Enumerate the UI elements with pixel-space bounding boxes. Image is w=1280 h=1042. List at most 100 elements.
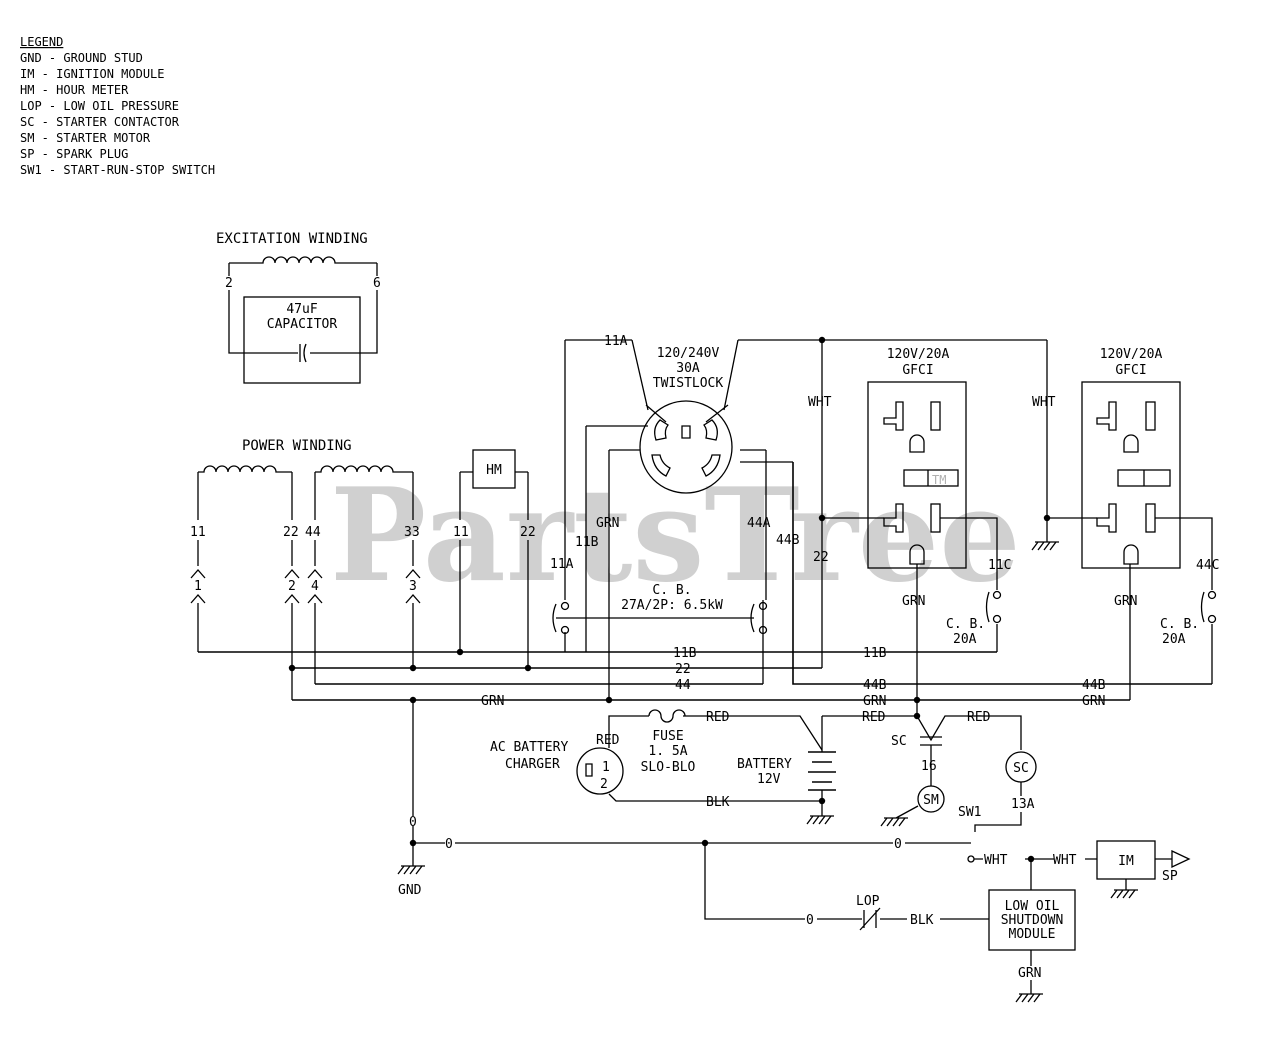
ground-wire [412, 700, 971, 866]
wire-label-wht-3: WHT [984, 853, 1008, 868]
bus-label-44: 44 [675, 678, 691, 693]
shutdown-label-1: LOW OIL [1005, 899, 1060, 914]
hm-wire-11: 11 [453, 525, 469, 540]
shutdown-label-3: MODULE [1009, 927, 1056, 942]
wire-label-0-d: 0 [806, 913, 814, 928]
wire-label-11a: 11A [550, 557, 574, 572]
wire-label-blk-1: BLK [706, 795, 730, 810]
excitation-title: EXCITATION WINDING [216, 231, 368, 247]
excitation-pin-left: 2 [225, 276, 233, 291]
wire-label-0-b: 0 [445, 837, 453, 852]
battery-label-1: BATTERY [737, 757, 792, 772]
main-cb-label-2: 27A/2P: 6.5kW [621, 598, 723, 613]
gfci-outlet-2: 120V/20A GFCI [1081, 347, 1181, 569]
wire-label-22-right: 22 [813, 550, 829, 565]
pin-3: 3 [409, 579, 417, 594]
cb-contact [758, 625, 768, 635]
wire-label-grn-1: GRN [902, 594, 925, 609]
wire-label-grn-3: GRN [1018, 966, 1041, 981]
charger-pin-2: 2 [600, 777, 608, 792]
battery-symbol [806, 716, 836, 825]
hm-wire-22: 22 [520, 525, 536, 540]
twistlock-label-1: 120/240V [657, 346, 720, 361]
spark-plug-icon [1110, 849, 1191, 899]
bus-label-11b-b: 11B [863, 646, 887, 661]
lop-switch-symbol [859, 907, 881, 931]
lop-label: LOP [856, 894, 880, 909]
bus-label-grn-c: GRN [1082, 694, 1105, 709]
twistlock-label-3: TWISTLOCK [653, 376, 724, 391]
cb1-symbol [985, 591, 990, 623]
wire-label-44b: 44B [776, 533, 800, 548]
capacitor-box [243, 296, 361, 384]
sm-label: SM [923, 793, 939, 808]
wire-label-16: 16 [921, 759, 937, 774]
cb2-label-1: C. B. [1160, 617, 1199, 632]
winding-leads [197, 472, 414, 566]
sw1-contact [967, 855, 975, 863]
wire-label-grn-2: GRN [1114, 594, 1137, 609]
ground-icon [1015, 950, 1043, 1003]
red-wires [822, 715, 1022, 750]
gfci-outlet-1: 120V/20A GFCI [867, 347, 967, 569]
cb2-label-2: 20A [1162, 632, 1186, 647]
wire-label-wht-1: WHT [808, 395, 832, 410]
wire-label-grn: GRN [596, 516, 619, 531]
sc-coil-label: SC [1013, 761, 1029, 776]
shutdown-module-box [988, 889, 1076, 951]
cb1-label-2: 20A [953, 632, 977, 647]
wire-label-red-2: RED [706, 710, 730, 725]
wire-label-0-c: 0 [894, 837, 902, 852]
charger-symbol-detail [585, 763, 593, 777]
charger-symbol [576, 747, 624, 795]
gnd-ground-icon [397, 865, 425, 875]
cb-contact [560, 601, 570, 611]
main-cb-label-1: C. B. [652, 583, 691, 598]
charger-pin-1: 1 [602, 760, 610, 775]
power-coil-2 [315, 465, 413, 473]
cb-contact [758, 601, 768, 611]
ground-icon [1031, 518, 1059, 551]
wire-label-wht-4: WHT [1053, 853, 1077, 868]
bus-44b [792, 462, 1212, 685]
power-winding-title: POWER WINDING [242, 438, 352, 454]
cb2-contact [1207, 590, 1217, 600]
legend-entry: HM - HOUR METER [20, 83, 129, 97]
sw1-label: SW1 [958, 805, 981, 820]
capacitor-value: 47uF [286, 302, 317, 317]
im-label: IM [1118, 854, 1134, 869]
wire-label-33: 33 [404, 525, 420, 540]
legend-entry: SW1 - START-RUN-STOP SWITCH [20, 163, 215, 177]
legend-entry: SC - STARTER CONTACTOR [20, 115, 180, 129]
fuse-label-2: 1. 5A [648, 744, 687, 759]
wire-label-11a-top: 11A [604, 334, 628, 349]
gfci2-label-1: 120V/20A [1100, 347, 1163, 362]
twistlock-top-wires [631, 339, 739, 411]
fuse-label-1: FUSE [652, 729, 683, 744]
main-cb-wires [564, 339, 764, 684]
gfci1-label-1: 120V/20A [887, 347, 950, 362]
gfci1-wires [822, 517, 998, 716]
gfci1-label-2: GFCI [902, 363, 933, 378]
bus-label-11b-a: 11B [673, 646, 697, 661]
pin-4: 4 [311, 579, 319, 594]
bus-label-grn-b: GRN [863, 694, 886, 709]
wire-label-11b: 11B [575, 535, 599, 550]
power-coil-1 [198, 465, 292, 473]
wire-label-0-a: 0 [409, 815, 417, 830]
wire-label-11: 11 [190, 525, 206, 540]
power-winding: POWER WINDING [197, 438, 414, 566]
cb2-symbol [1200, 591, 1205, 623]
wire-label-wht-2: WHT [1032, 395, 1056, 410]
wire-label-44: 44 [305, 525, 321, 540]
fuse-symbol [648, 709, 686, 723]
cb1-contact [992, 614, 1002, 624]
sp-label: SP [1162, 869, 1178, 884]
wire-label-blk-2: BLK [910, 913, 934, 928]
wire-label-11c: 11C [988, 558, 1011, 573]
legend-entry: IM - IGNITION MODULE [20, 67, 165, 81]
twistlock-label-2: 30A [676, 361, 700, 376]
excitation-winding: EXCITATION WINDING 2 6 47uF CAPACITOR [216, 231, 381, 384]
excitation-pin-right: 6 [373, 276, 381, 291]
